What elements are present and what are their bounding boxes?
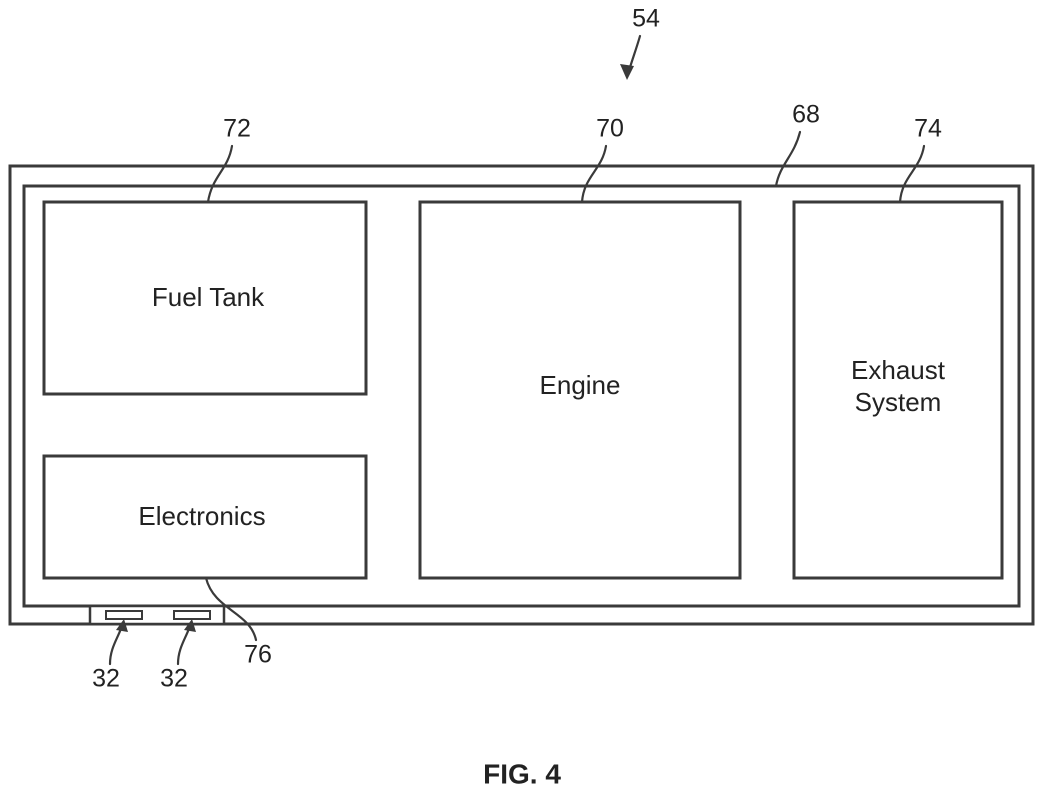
ref-connector-right-arrowhead [184, 619, 196, 632]
fuel-tank-box [42, 200, 368, 396]
figure-caption: FIG. 4 [483, 758, 561, 789]
ref-engine-leader [580, 144, 608, 204]
ref-assembly: 54 [632, 5, 660, 33]
connector-left [105, 610, 143, 620]
exhaust-label-line1: Exhaust [851, 355, 946, 385]
ref-connector-left-arrowhead [116, 619, 128, 632]
ref-connector-right-leader [176, 624, 192, 666]
ref-exhaust-system-leader [898, 144, 926, 204]
engine-label: Engine [540, 370, 621, 400]
ref-electronics: 76 [244, 641, 272, 669]
ref-electronics-leader [204, 576, 258, 642]
fuel-tank-label: Fuel Tank [152, 282, 265, 312]
ref-fuel-tank-leader [206, 144, 234, 204]
ref-engine: 70 [596, 115, 624, 143]
ref-connector-right: 32 [160, 665, 188, 693]
ref-housing: 68 [792, 101, 820, 129]
connector-right [173, 610, 211, 620]
ref-fuel-tank: 72 [223, 115, 251, 143]
ref-assembly-arrowhead [620, 64, 634, 80]
ref-exhaust-system: 74 [914, 115, 942, 143]
engine-box [418, 200, 742, 580]
exhaust-system-box [792, 200, 1004, 580]
ref-connector-left: 32 [92, 665, 120, 693]
ref-housing-leader [774, 130, 802, 188]
exhaust-label-line2: System [855, 387, 942, 417]
ref-connector-left-leader [108, 624, 124, 666]
electronics-label: Electronics [138, 501, 265, 531]
electronics-box [42, 454, 368, 580]
